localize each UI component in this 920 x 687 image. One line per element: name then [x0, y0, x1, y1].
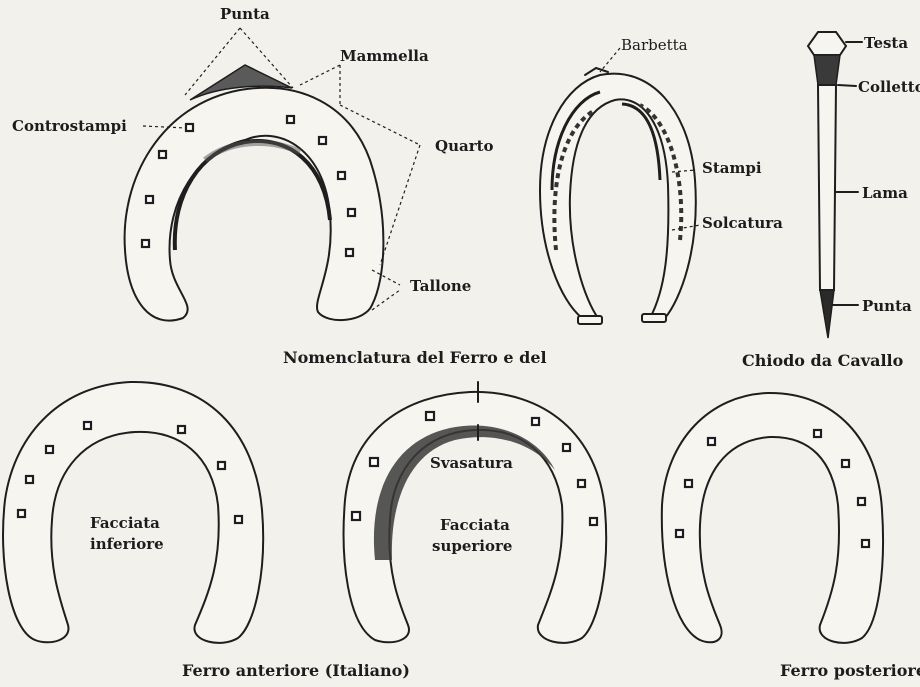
- nail-hole: [674, 528, 685, 539]
- label-testa: Testa: [864, 34, 908, 52]
- nail-hole: [706, 436, 717, 447]
- label-colletto: Colletto: [858, 78, 920, 96]
- nail-hole: [16, 508, 27, 519]
- label-tallone: Tallone: [410, 277, 471, 295]
- hind-shoe: [660, 391, 885, 644]
- horse-nail: [806, 31, 848, 339]
- nail-hole: [216, 460, 227, 471]
- caption-chiodo: Chiodo da Cavallo: [742, 351, 904, 370]
- label-solcatura: Solcatura: [702, 214, 783, 232]
- nail-hole: [812, 428, 823, 439]
- nail-hole: [317, 135, 328, 146]
- nail-hole: [860, 538, 871, 549]
- nail-hole: [44, 444, 55, 455]
- label-facciata-superiore-1: Facciata: [440, 516, 510, 534]
- label-lama: Lama: [862, 184, 908, 202]
- nail-hole: [184, 122, 195, 133]
- label-quarto: Quarto: [435, 137, 494, 155]
- nail-hole: [346, 207, 357, 218]
- label-mammella: Mammella: [340, 47, 429, 65]
- main-horseshoe: [123, 64, 385, 322]
- label-stampi: Stampi: [702, 159, 762, 177]
- nail-hole: [140, 238, 151, 249]
- label-svasatura: Svasatura: [430, 454, 513, 472]
- nail-hole: [840, 458, 851, 469]
- caption-nomenclatura: Nomenclatura del Ferro e del: [283, 348, 547, 367]
- nail-hole: [144, 194, 155, 205]
- caption-ferro-anteriore: Ferro anteriore (Italiano): [182, 661, 410, 680]
- nail-hole: [576, 478, 587, 489]
- caption-ferro-posteriore: Ferro posteriore: [780, 661, 920, 680]
- nail-hole: [368, 456, 380, 468]
- nail-hole: [856, 496, 867, 507]
- front-shoe-bottom-face: [2, 380, 265, 644]
- nail-hole: [233, 514, 244, 525]
- label-facciata-superiore-2: superiore: [432, 537, 512, 555]
- nail-hole: [561, 442, 572, 453]
- label-controstampi: Controstampi: [12, 117, 127, 135]
- nail-leaders: [831, 41, 863, 306]
- nail-hole: [350, 510, 362, 522]
- label-barbetta: Barbetta: [621, 36, 688, 54]
- front-shoe-top-face: [342, 390, 608, 644]
- nail-hole: [588, 516, 599, 527]
- nail-hole: [344, 247, 355, 258]
- side-view-horseshoe: [539, 67, 697, 325]
- main-horseshoe-leaders: [142, 27, 421, 311]
- nail-hole: [24, 474, 35, 485]
- nail-hole: [176, 424, 187, 435]
- nail-hole: [285, 114, 296, 125]
- label-punta: Punta: [220, 5, 270, 23]
- label-facciata-inferiore-2: inferiore: [90, 535, 164, 553]
- label-punta-nail: Punta: [862, 297, 912, 315]
- nail-hole: [683, 478, 694, 489]
- nail-hole: [336, 170, 347, 181]
- nail-hole: [530, 416, 541, 427]
- nail-hole: [424, 410, 436, 422]
- label-facciata-inferiore-1: Facciata: [90, 514, 160, 532]
- side-view-leaders: [599, 47, 701, 231]
- nail-hole: [157, 149, 168, 160]
- nail-hole: [82, 420, 93, 431]
